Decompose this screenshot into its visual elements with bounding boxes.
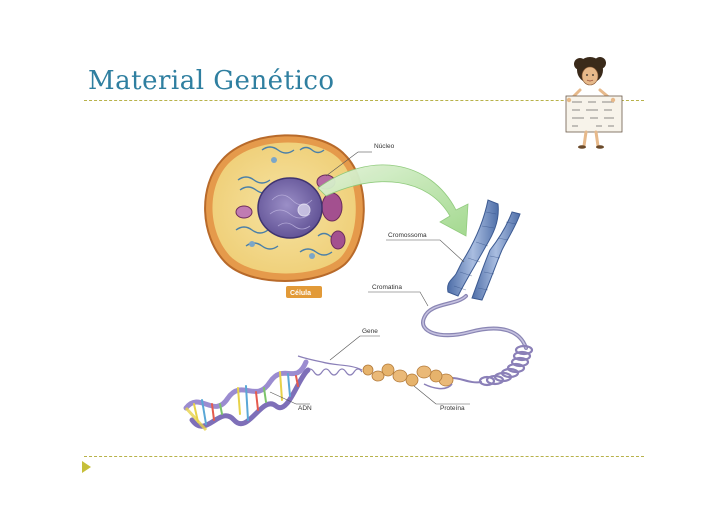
label-cromatina: Cromatina [372, 284, 402, 291]
nucleolus [298, 204, 310, 216]
label-nucleo: Núcleo [374, 143, 395, 150]
mitochondrion [322, 193, 342, 221]
vesicle [271, 157, 277, 163]
label-cromossoma: Cromossoma [388, 232, 427, 239]
label-gene: Gene [362, 328, 378, 335]
vesicle [249, 241, 255, 247]
nucleus [258, 178, 322, 238]
vesicle [236, 206, 252, 218]
mitochondrion [331, 231, 345, 249]
label-proteina: Proteína [440, 405, 465, 412]
vesicle [309, 253, 315, 259]
label-celula: Célula [290, 290, 311, 297]
cell [205, 135, 364, 281]
label-adn: ADN [298, 405, 312, 412]
nucleosomes [363, 364, 453, 386]
dna-double-helix [186, 362, 308, 430]
person-holding-poster-icon [566, 57, 622, 149]
